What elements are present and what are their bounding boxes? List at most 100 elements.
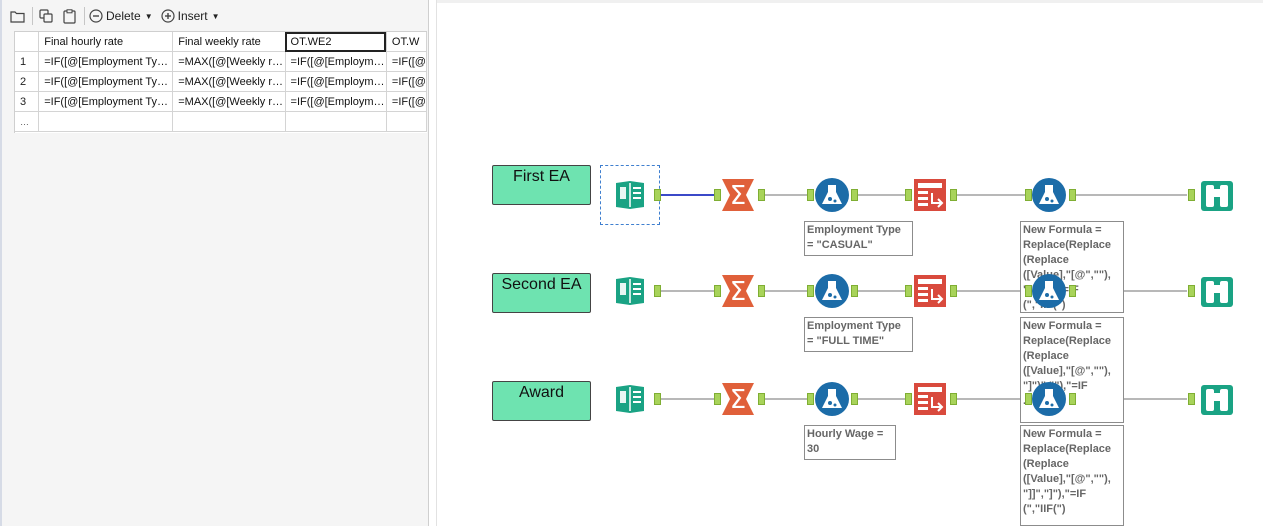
- container-first-ea[interactable]: First EA: [492, 165, 591, 205]
- output-anchor[interactable]: [758, 285, 765, 297]
- input-anchor[interactable]: [714, 285, 721, 297]
- input-anchor[interactable]: [807, 285, 814, 297]
- connection-wire[interactable]: [955, 398, 1027, 400]
- folder-icon[interactable]: [8, 7, 26, 25]
- container-second-ea[interactable]: Second EA: [492, 273, 591, 313]
- output-anchor[interactable]: [950, 393, 957, 405]
- grid-cell[interactable]: =IF([@[Employment Ty…: [38, 91, 174, 112]
- output-anchor[interactable]: [1069, 189, 1076, 201]
- grid-cell[interactable]: =MAX([@[Weekly r…: [172, 71, 286, 92]
- output-anchor[interactable]: [1069, 285, 1076, 297]
- input-anchor[interactable]: [1188, 393, 1195, 405]
- grid-cell[interactable]: =IF([@: [386, 91, 427, 112]
- connection-wire[interactable]: [857, 398, 907, 400]
- browse-binoculars-icon: [1201, 277, 1233, 307]
- output-anchor[interactable]: [1069, 393, 1076, 405]
- output-anchor[interactable]: [758, 393, 765, 405]
- input-anchor[interactable]: [905, 393, 912, 405]
- browse-tool[interactable]: [1199, 177, 1235, 213]
- input-anchor[interactable]: [1025, 393, 1032, 405]
- output-anchor[interactable]: [851, 285, 858, 297]
- column-header[interactable]: OT.W: [386, 32, 427, 52]
- connection-wire[interactable]: [857, 290, 907, 292]
- grid-cell[interactable]: =IF([@: [386, 71, 427, 92]
- input-anchor[interactable]: [905, 189, 912, 201]
- input-anchor[interactable]: [807, 393, 814, 405]
- grid-cell[interactable]: =MAX([@[Weekly r…: [172, 91, 286, 112]
- browse-tool[interactable]: [1199, 381, 1235, 417]
- annotation-filter-row2[interactable]: Employment Type = "FULL TIME": [804, 317, 913, 352]
- grid-cell[interactable]: =MAX([@[Weekly r…: [172, 51, 286, 72]
- connection-wire[interactable]: [1075, 398, 1187, 400]
- grid-cell[interactable]: [386, 111, 427, 132]
- connection-wire[interactable]: [955, 290, 1027, 292]
- formula-tool[interactable]: [814, 273, 850, 309]
- summarize-tool[interactable]: Σ: [720, 273, 756, 309]
- output-anchor[interactable]: [950, 189, 957, 201]
- container-award[interactable]: Award: [492, 381, 591, 421]
- connection-wire[interactable]: [955, 194, 1027, 196]
- output-anchor[interactable]: [950, 285, 957, 297]
- connection-wire[interactable]: [857, 194, 907, 196]
- output-anchor[interactable]: [758, 189, 765, 201]
- column-header-selected[interactable]: OT.WE2: [285, 32, 387, 52]
- grid-cell[interactable]: =IF([@[Employm…: [285, 51, 387, 72]
- input-anchor[interactable]: [1025, 285, 1032, 297]
- annotation-filter-row1[interactable]: Employment Type = "CASUAL": [804, 221, 913, 256]
- output-anchor[interactable]: [851, 189, 858, 201]
- connection-wire[interactable]: [1075, 194, 1187, 196]
- grid-cell[interactable]: =IF([@[Employm…: [285, 91, 387, 112]
- summarize-tool[interactable]: Σ: [720, 177, 756, 213]
- connection-wire[interactable]: [661, 290, 715, 292]
- workflow-canvas[interactable]: First EA Second EA Award Σ Σ: [436, 0, 1263, 526]
- dynamic-rename-tool[interactable]: [912, 381, 948, 417]
- connection-wire[interactable]: [1075, 290, 1187, 292]
- dynamic-rename-tool[interactable]: [912, 273, 948, 309]
- input-tool[interactable]: [612, 273, 648, 309]
- paste-icon[interactable]: [60, 7, 78, 25]
- grid-cell[interactable]: =IF([@: [386, 51, 427, 72]
- browse-tool[interactable]: [1199, 273, 1235, 309]
- formula-tool[interactable]: [814, 177, 850, 213]
- canvas-top-strip: [437, 0, 1263, 3]
- copy-icon[interactable]: [37, 7, 55, 25]
- dynamic-rename-tool[interactable]: [912, 177, 948, 213]
- column-header[interactable]: Final hourly rate: [38, 32, 174, 52]
- grid-cell[interactable]: =IF([@[Employment Ty…: [38, 71, 174, 92]
- input-anchor[interactable]: [714, 189, 721, 201]
- input-tool[interactable]: [612, 177, 648, 213]
- output-anchor[interactable]: [654, 189, 661, 201]
- input-anchor[interactable]: [1188, 189, 1195, 201]
- formula-tool[interactable]: [814, 381, 850, 417]
- grid-cell[interactable]: [172, 111, 286, 132]
- connection-wire[interactable]: [661, 398, 715, 400]
- formula-tool[interactable]: [1031, 273, 1067, 309]
- formula-tool[interactable]: [1031, 177, 1067, 213]
- connection-wire[interactable]: [764, 290, 809, 292]
- input-anchor[interactable]: [714, 393, 721, 405]
- grid-cell[interactable]: [285, 111, 387, 132]
- output-anchor[interactable]: [654, 285, 661, 297]
- delete-button[interactable]: Delete ▼: [89, 9, 153, 23]
- input-tool[interactable]: [612, 381, 648, 417]
- formula-flask-icon: [815, 178, 849, 212]
- input-anchor[interactable]: [1188, 285, 1195, 297]
- input-anchor[interactable]: [807, 189, 814, 201]
- grid-cell[interactable]: =IF([@[Employment Ty…: [38, 51, 174, 72]
- insert-button[interactable]: Insert ▼: [161, 9, 220, 23]
- input-anchor[interactable]: [1025, 189, 1032, 201]
- input-anchor[interactable]: [905, 285, 912, 297]
- annotation-formula-row3[interactable]: New Formula = Replace(Replace (Replace (…: [1020, 425, 1124, 526]
- annotation-filter-row3[interactable]: Hourly Wage = 30: [804, 425, 896, 460]
- connection-wire[interactable]: [661, 194, 715, 196]
- connection-wire[interactable]: [764, 194, 809, 196]
- grid-cell[interactable]: =IF([@[Employm…: [285, 71, 387, 92]
- output-anchor[interactable]: [851, 393, 858, 405]
- connection-wire[interactable]: [764, 398, 809, 400]
- formula-tool[interactable]: [1031, 381, 1067, 417]
- grid-cell[interactable]: [38, 111, 174, 132]
- summarize-tool[interactable]: Σ: [720, 381, 756, 417]
- new-row-marker[interactable]: …: [15, 111, 40, 132]
- column-header[interactable]: Final weekly rate: [172, 32, 286, 52]
- output-anchor[interactable]: [654, 393, 661, 405]
